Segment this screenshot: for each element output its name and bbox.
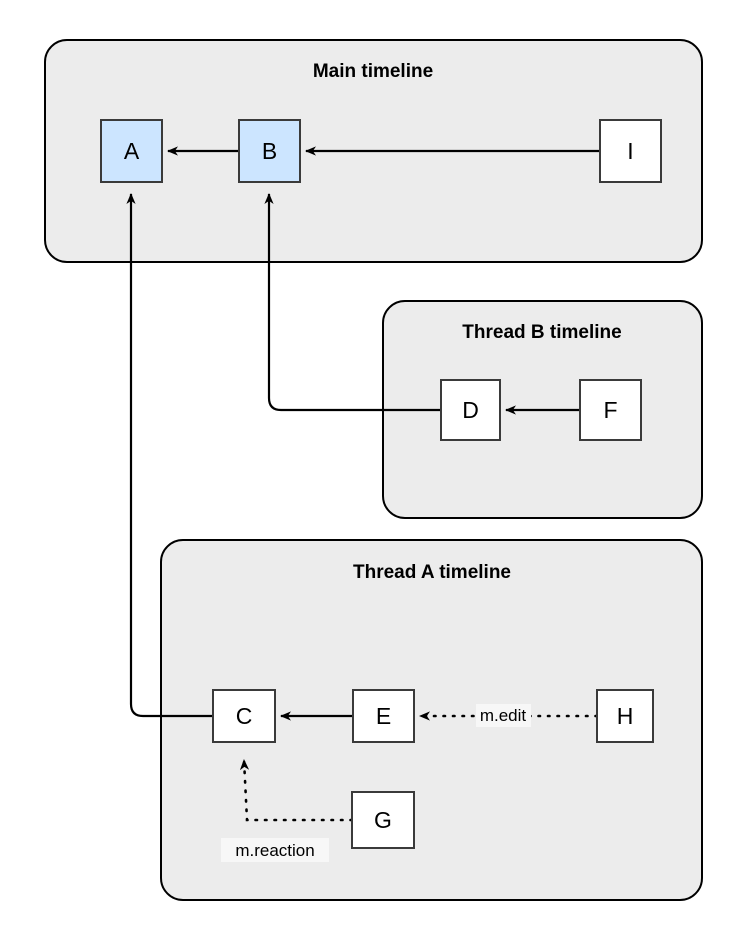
node-e-box <box>352 689 415 743</box>
node-g-label: G <box>374 807 392 833</box>
node-i-box <box>599 119 662 183</box>
node-f-label: F <box>603 397 617 423</box>
edge-label-m-reaction: m.reaction <box>235 841 314 860</box>
node-a-label: A <box>124 138 140 164</box>
edge-label-m-edit-bg <box>476 704 531 727</box>
group-thread-a-timeline-box <box>160 539 703 901</box>
node-i[interactable]: I <box>599 119 662 183</box>
node-c-box <box>212 689 276 743</box>
node-d[interactable]: D <box>440 379 501 441</box>
node-c[interactable]: C <box>212 689 276 743</box>
group-thread-b-timeline-title: Thread B timeline <box>462 322 621 343</box>
node-h[interactable]: H <box>596 689 654 743</box>
node-a[interactable]: A <box>100 119 163 183</box>
edge-d-to-b <box>264 193 441 412</box>
node-e[interactable]: E <box>352 689 415 743</box>
node-a-box <box>100 119 163 183</box>
edge-label-m-edit: m.edit <box>480 706 527 725</box>
group-thread-a-timeline[interactable]: Thread A timeline <box>160 539 703 901</box>
node-g-box <box>351 791 415 849</box>
node-d-box <box>440 379 501 441</box>
node-h-box <box>596 689 654 743</box>
group-thread-a-timeline-title: Thread A timeline <box>353 562 511 583</box>
edge-c-to-a <box>126 193 213 718</box>
node-h-label: H <box>617 703 634 729</box>
node-e-label: E <box>376 703 391 729</box>
node-f[interactable]: F <box>579 379 642 441</box>
node-f-box <box>579 379 642 441</box>
node-b-label: B <box>262 138 277 164</box>
node-g[interactable]: G <box>351 791 415 849</box>
node-b[interactable]: B <box>238 119 301 183</box>
node-i-label: I <box>627 138 633 164</box>
edge-g-to-c <box>239 758 354 822</box>
edge-label-m-reaction-bg <box>221 838 329 862</box>
node-b-box <box>238 119 301 183</box>
node-d-label: D <box>462 397 479 423</box>
group-main-timeline-title: Main timeline <box>313 61 433 82</box>
node-c-label: C <box>236 703 253 729</box>
